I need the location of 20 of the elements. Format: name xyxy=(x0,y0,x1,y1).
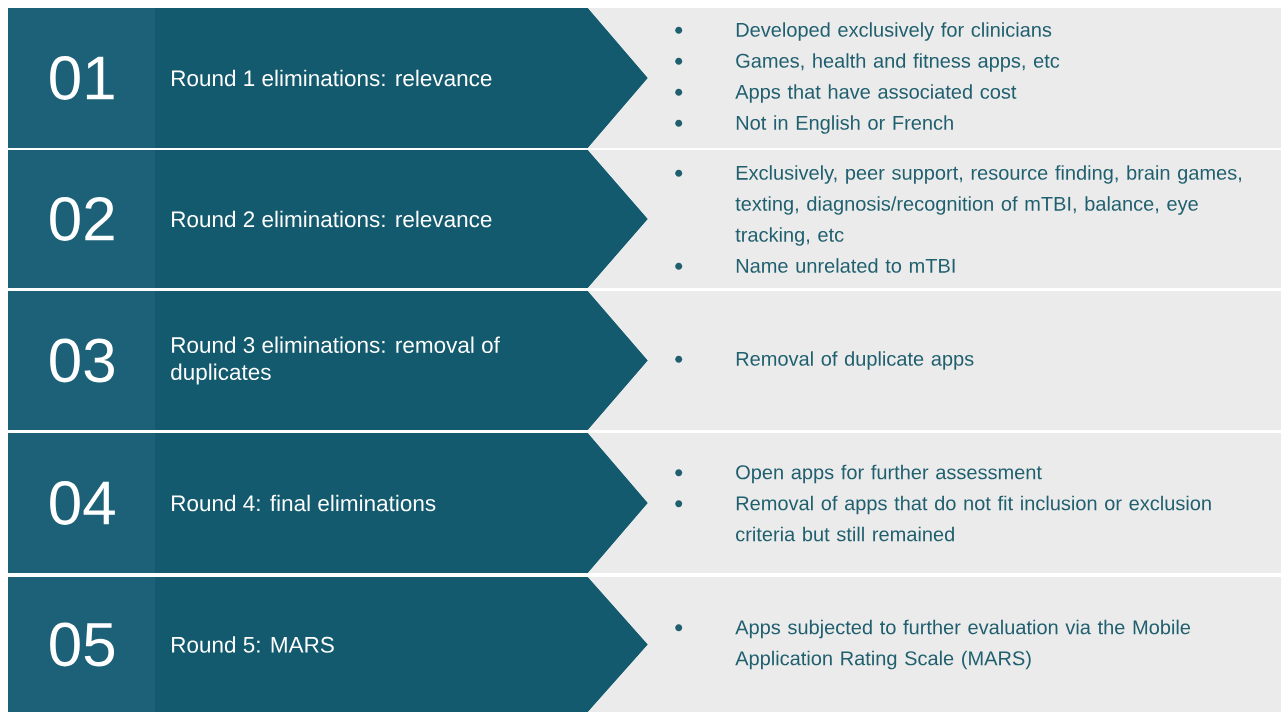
node-label: Not in English or French xyxy=(736,115,953,134)
bullet-list: Developed exclusively for clinicians Games, health and fitness apps, etc Apps that have associated cost Not in English or French xyxy=(588,8,1281,148)
chevron-banner: 04 Round 4: final eliminations xyxy=(8,433,648,573)
node-label: 01 xyxy=(50,56,114,100)
bullet-list: Removal of duplicate apps xyxy=(588,291,1281,430)
node-label: Games, health and fitness apps, etc xyxy=(736,53,1060,72)
node-label: Round 1 eliminations: relevance xyxy=(172,69,492,87)
bullet-list: Open apps for further assessment Removal of apps that do not fit inclusion or exclusion criteria but still remained xyxy=(588,433,1281,573)
chevron-banner: 01 Round 1 eliminations: relevance xyxy=(8,8,648,148)
bullet-list: Exclusively, peer support, resource finding, brain games, texting, diagnosis/recognition of mTBI, balance, eye tracking, etc Name unrelated to mTBI xyxy=(588,150,1281,288)
chevron-banner: 05 Round 5: MARS xyxy=(8,577,648,712)
chevron-banner: 02 Round 2 eliminations: relevance xyxy=(8,150,648,288)
node-label: Round 2 eliminations: relevance xyxy=(172,210,492,228)
bullet-list: Apps subjected to further evaluation via the Mobile Application Rating Scale (MARS) xyxy=(588,577,1281,712)
node-label: Apps that have associated cost xyxy=(735,84,1017,103)
node-label: Name unrelated to mTBI xyxy=(736,258,955,273)
node-label: 02 xyxy=(50,197,114,241)
chevron-banner: 03 Round 3 eliminations: removal of duplicates xyxy=(8,291,648,430)
node-label: Developed exclusively for clinicians xyxy=(736,22,1052,41)
node-label: Exclusively, peer support, resource finding, brain games, texting, diagnosis/recognition of mTBI, balance, eye tracking, etc xyxy=(735,165,1241,246)
